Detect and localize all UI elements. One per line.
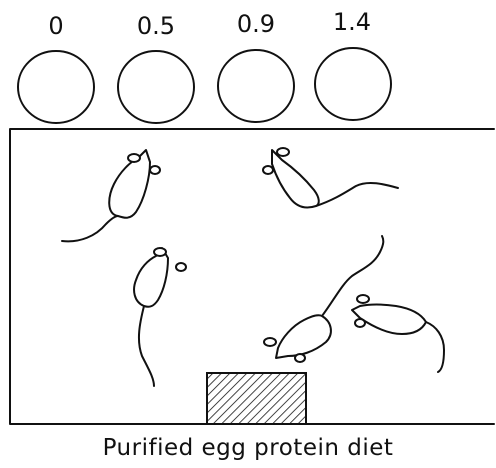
food-dish-3 [218,50,294,122]
dish-label-1: 0 [48,12,63,40]
rat-2 [263,148,398,208]
dish-label-3: 0.9 [237,10,275,38]
dish-label-4: 1.4 [333,8,371,36]
food-dish-4 [315,48,391,120]
rat-1 [62,150,160,241]
rat-3 [134,248,186,386]
figure-caption: Purified egg protein diet [103,435,394,461]
hatched-block [207,373,306,424]
food-dish-1 [18,51,94,123]
food-dish-2 [118,51,194,123]
rat-5 [352,295,444,372]
dish-label-2: 0.5 [137,12,175,40]
